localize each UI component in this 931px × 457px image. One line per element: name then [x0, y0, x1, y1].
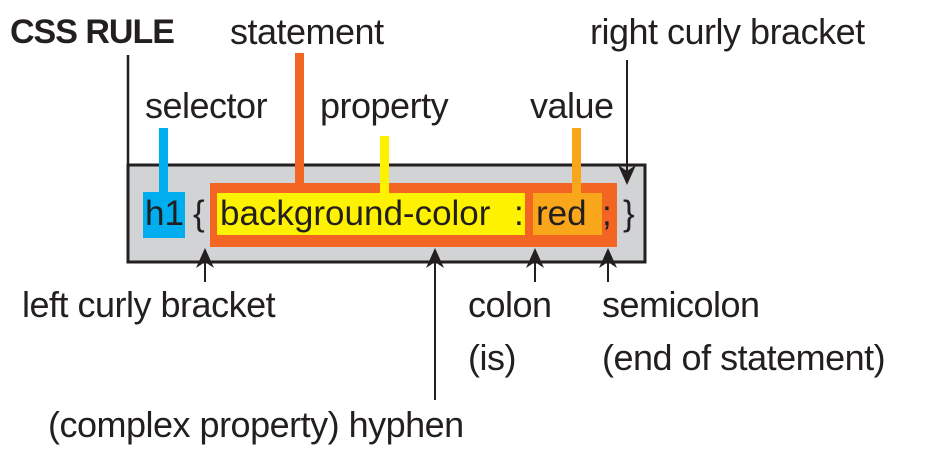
label-semicolon: semicolon: [602, 284, 760, 325]
selector-highlight: [143, 192, 185, 238]
label-colon-note: (is): [468, 337, 516, 378]
label-semicolon-note: (end of statement): [602, 337, 886, 378]
label-colon: colon: [468, 284, 552, 325]
code-value: red: [536, 194, 587, 233]
code-property: background-color: [220, 194, 491, 233]
code-close-brace: }: [623, 194, 635, 233]
label-value: value: [530, 85, 614, 126]
code-selector: h1: [145, 194, 184, 233]
statement-connector: [295, 53, 304, 184]
arrow-up-icon: [426, 248, 444, 268]
code-colon: :: [514, 194, 524, 233]
code-open-brace: {: [193, 194, 205, 233]
label-hyphen: (complex property) hyphen: [48, 404, 464, 445]
arrow-up-icon: [526, 248, 544, 268]
label-statement: statement: [230, 11, 384, 52]
property-connector: [380, 136, 389, 194]
label-right-curly-bracket: right curly bracket: [590, 11, 865, 52]
selector-connector: [159, 128, 168, 193]
arrow-down-icon: [618, 165, 636, 185]
diagram-title: CSS RULE: [10, 13, 175, 51]
label-selector: selector: [145, 85, 268, 126]
label-property: property: [320, 85, 449, 126]
value-highlight: [533, 193, 602, 235]
value-connector: [572, 128, 581, 194]
arrow-up-icon: [196, 248, 214, 268]
property-highlight: [217, 193, 525, 235]
arrow-up-icon: [599, 248, 617, 268]
code-semicolon: ;: [602, 194, 612, 233]
label-left-curly-bracket: left curly bracket: [22, 284, 276, 325]
